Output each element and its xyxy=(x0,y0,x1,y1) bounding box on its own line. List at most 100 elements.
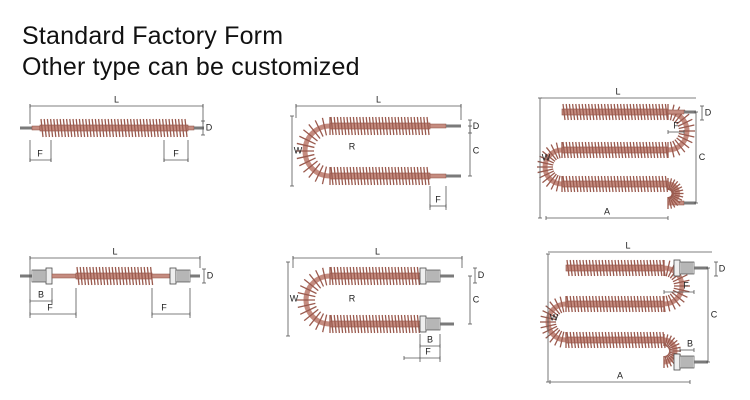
heater-fin xyxy=(635,103,640,121)
dimension-label: C xyxy=(473,145,480,155)
heater-fin xyxy=(604,259,609,277)
heater-fin xyxy=(668,346,681,351)
heater-fin xyxy=(582,331,586,349)
heater-fin xyxy=(613,103,617,121)
heater-fin xyxy=(146,266,151,286)
heater-fin xyxy=(333,166,337,186)
heater-fin xyxy=(124,266,128,286)
heater-fin xyxy=(362,116,366,136)
heater-fin xyxy=(648,103,653,121)
heater-fin xyxy=(59,118,63,138)
heater-fin xyxy=(595,295,599,313)
heater-fin xyxy=(671,291,685,303)
heater-fin xyxy=(585,259,589,277)
heater-fin xyxy=(336,166,341,186)
heater-fin xyxy=(614,331,618,349)
heater-fin xyxy=(575,295,580,313)
heater-fin xyxy=(308,273,322,289)
heater-fin xyxy=(101,118,105,138)
heater-fin xyxy=(384,116,389,136)
heater-fin xyxy=(343,266,347,286)
heater-fin xyxy=(669,180,679,192)
heater-fin xyxy=(158,118,163,138)
heater-fin xyxy=(670,183,681,192)
heater-fin xyxy=(664,334,669,347)
heater-fin xyxy=(626,141,630,159)
heater-fin xyxy=(391,166,395,186)
heater-fin xyxy=(381,266,385,286)
dimension-label: C xyxy=(473,294,480,304)
heater-fin xyxy=(635,175,640,193)
heater-fin xyxy=(371,266,376,286)
heater-fin xyxy=(616,175,621,193)
heater-fin xyxy=(297,302,316,308)
heater-fin xyxy=(639,141,643,159)
heater-fin xyxy=(352,314,357,334)
heater-fin xyxy=(587,141,592,159)
heater-fin xyxy=(587,103,592,121)
heater-fin xyxy=(617,259,621,277)
heater-fin xyxy=(587,175,592,193)
heater-fin xyxy=(426,166,430,186)
heater-fin xyxy=(572,331,577,349)
heater-fin xyxy=(400,266,405,286)
heater-fin xyxy=(121,266,125,286)
heater-fin xyxy=(585,331,589,349)
heater-fin xyxy=(607,331,612,349)
heater-fin xyxy=(403,166,408,186)
heater-fin xyxy=(568,141,573,159)
heater-fin xyxy=(591,175,595,193)
heater-fin xyxy=(594,141,598,159)
heater-fin xyxy=(645,175,649,193)
heater-fin xyxy=(171,118,175,138)
heater-fin xyxy=(540,315,557,321)
heater-fin xyxy=(403,266,408,286)
heater-fin xyxy=(81,118,86,138)
heater-fin xyxy=(542,150,556,162)
flange-nut xyxy=(45,267,53,285)
heater-fin xyxy=(410,166,414,186)
dimension-label: F xyxy=(161,302,167,312)
heater-fin xyxy=(569,295,573,313)
heater-fin xyxy=(387,266,392,286)
heater-tube xyxy=(187,125,195,131)
heater-fin xyxy=(652,331,657,349)
heater-fin xyxy=(555,142,561,159)
heater-fin xyxy=(648,175,653,193)
heater-fin xyxy=(667,294,676,310)
heater-fin xyxy=(416,166,421,186)
heater-fin xyxy=(95,266,99,286)
dimension-label: F xyxy=(47,302,53,312)
heater-fin xyxy=(400,314,405,334)
heater-fin xyxy=(346,314,350,334)
heater-fin xyxy=(413,166,417,186)
heater-fin xyxy=(659,295,663,313)
heater-fin xyxy=(365,266,369,286)
dimension-label: W xyxy=(294,145,303,155)
heater-fin xyxy=(600,175,605,193)
dimension-label: F xyxy=(673,120,679,130)
heater-fin xyxy=(658,103,662,121)
heater-fin xyxy=(665,295,671,312)
heater-fin xyxy=(569,259,573,277)
heater-fin xyxy=(359,116,363,136)
heater-fin xyxy=(668,196,673,209)
dimension-label: L xyxy=(112,246,117,256)
heater-fin xyxy=(611,295,615,313)
heater-fin xyxy=(184,118,188,138)
heater-fin xyxy=(126,118,131,138)
heater-fin xyxy=(391,314,395,334)
heater-fin xyxy=(65,118,70,138)
dimension-label: C xyxy=(711,309,718,319)
heater-fin xyxy=(620,259,625,277)
heater-fin xyxy=(381,116,385,136)
heater-fin xyxy=(114,266,119,286)
heater-fin xyxy=(613,175,617,193)
heater-fin xyxy=(581,175,585,193)
heater-fin xyxy=(672,140,681,156)
terminal-pin xyxy=(684,201,696,205)
heater-fin xyxy=(145,118,150,138)
dimension-label: F xyxy=(435,194,441,204)
heater-fin xyxy=(591,259,596,277)
